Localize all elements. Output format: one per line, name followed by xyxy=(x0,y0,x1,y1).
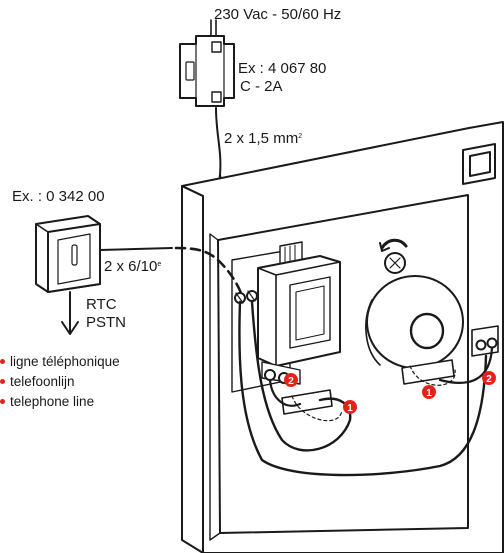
phone-cable-label: 2 x 6/10e xyxy=(104,258,161,276)
marker-1-left: 1 xyxy=(343,400,357,414)
adjust-knob xyxy=(379,238,408,274)
breaker-rating-label: C - 2A xyxy=(240,78,283,95)
cable-entry xyxy=(462,143,496,185)
legend-item: telefoonlijn xyxy=(0,371,120,391)
phone-cable xyxy=(99,247,173,251)
marker-2-right: 2 xyxy=(482,371,496,385)
marker-1-right: 1 xyxy=(422,385,436,399)
wire-right xyxy=(438,346,494,384)
legend-bullet-icon xyxy=(0,398,5,404)
din-breaker xyxy=(179,35,235,107)
wire-left-a xyxy=(238,300,488,477)
phone-cable-text: 2 x 6/10 xyxy=(104,258,158,275)
phone-socket-ref-label: Ex. : 0 342 00 xyxy=(12,188,105,205)
marker-1-left-label: 1 xyxy=(347,403,353,414)
power-cable-text: 2 x 1,5 mm xyxy=(224,130,299,147)
network-line1-label: RTC xyxy=(86,296,117,313)
legend-label: telefoonlijn xyxy=(10,373,75,389)
clamp-left xyxy=(281,389,333,415)
supply-voltage-label: 230 Vac - 50/60 Hz xyxy=(214,6,342,23)
legend-bullet-icon xyxy=(0,358,5,364)
network-line2-label: PSTN xyxy=(86,314,127,331)
legend-bullet-icon xyxy=(0,378,5,384)
phone-socket xyxy=(35,215,101,293)
legend-item: telephone line xyxy=(0,391,120,411)
wire-transformer xyxy=(268,378,302,407)
bell xyxy=(365,275,464,369)
down-arrow xyxy=(61,291,79,335)
power-cable xyxy=(215,107,222,176)
supply-wire xyxy=(210,19,217,37)
power-cable-exponent: 2 xyxy=(298,133,303,140)
breaker-ref-label: Ex : 4 067 80 xyxy=(238,60,327,77)
marker-2-right-label: 2 xyxy=(486,374,492,385)
legend-label: telephone line xyxy=(10,393,95,409)
legend-label: ligne téléphonique xyxy=(10,353,120,369)
marker-2-left: 2 xyxy=(284,373,298,387)
phone-cable-exponent: e xyxy=(157,261,162,268)
power-cable-label: 2 x 1,5 mm2 xyxy=(224,130,302,148)
marker-1-right-label: 1 xyxy=(426,388,432,399)
wire-dashed-left xyxy=(291,395,343,422)
legend: ligne téléphonique telefoonlijn telephon… xyxy=(0,351,120,411)
wire-dashed-right xyxy=(409,365,456,386)
phone-cable-dashed xyxy=(174,246,244,298)
output-terminals xyxy=(471,325,499,357)
legend-item: ligne téléphonique xyxy=(0,351,120,371)
marker-2-left-label: 2 xyxy=(288,376,294,387)
